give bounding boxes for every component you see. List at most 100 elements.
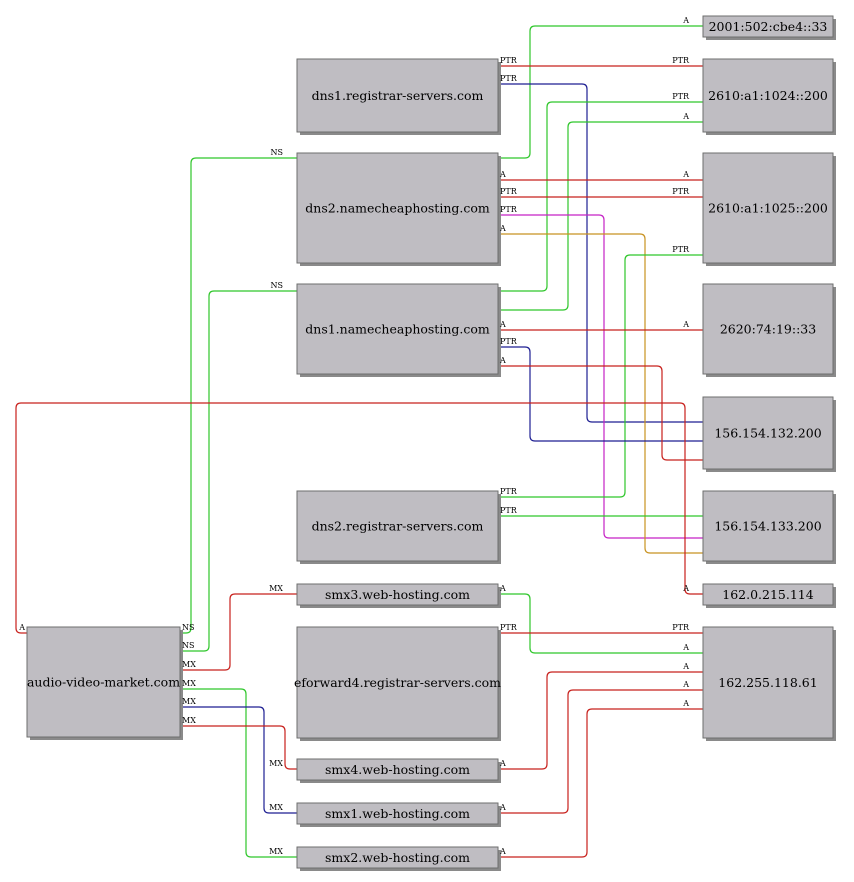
- node-box: [296, 846, 499, 869]
- edge-label-ptr-23-src: PTR: [500, 623, 518, 632]
- node-smx3: smx3.web-hosting.com: [296, 583, 501, 608]
- node-box: [702, 15, 834, 38]
- node-box: [702, 58, 834, 133]
- node-box: [702, 283, 834, 375]
- edge-label-mx-21-src: MX: [182, 716, 196, 725]
- node-label: 162.0.215.114: [722, 587, 813, 602]
- edge-a-1: [498, 25, 703, 159]
- node-box: [296, 58, 499, 133]
- edge-label-a-25-src: A: [499, 803, 506, 812]
- node-smx1: smx1.web-hosting.com: [296, 802, 501, 827]
- node-label: dns1.namecheaphosting.com: [305, 322, 490, 337]
- node-label: audio-video-market.com: [27, 675, 180, 690]
- edge-label-a-25-dst: A: [682, 680, 689, 689]
- node-label: smx2.web-hosting.com: [325, 850, 470, 865]
- edges: [15, 25, 703, 858]
- edge-mx-20: [180, 706, 297, 814]
- node-box: [702, 583, 834, 606]
- node-dns1-namecheap: dns1.namecheaphosting.com: [296, 283, 501, 377]
- node-ip6-2610-1024: 2610:a1:1024::200: [702, 58, 836, 135]
- node-label: smx3.web-hosting.com: [325, 587, 470, 602]
- node-label: smx4.web-hosting.com: [325, 762, 470, 777]
- edge-label-mx-18-dst: MX: [269, 584, 283, 593]
- edge-mx-21: [180, 725, 297, 770]
- edge-label-mx-19-src: MX: [182, 679, 196, 688]
- edge-label-ptr-13-src: PTR: [500, 337, 518, 346]
- node-label: 156.154.132.200: [714, 426, 821, 441]
- edge-label-a-14-src: A: [499, 356, 506, 365]
- node-label: 156.154.133.200: [714, 519, 821, 534]
- node-ip6-2620: 2620:74:19::33: [702, 283, 836, 377]
- edge-mx-18: [180, 593, 297, 671]
- edge-ptr-3: [498, 83, 703, 423]
- edge-label-ptr-10-src: PTR: [500, 487, 518, 496]
- edge-label-ns-15-dst: NS: [271, 148, 283, 157]
- node-label: dns1.registrar-servers.com: [312, 88, 484, 103]
- node-smx2: smx2.web-hosting.com: [296, 846, 501, 871]
- node-audio-video: audio-video-market.com: [26, 626, 183, 740]
- edge-label-ptr-23-dst: PTR: [672, 623, 690, 632]
- edge-label-ptr-3-src: PTR: [500, 74, 518, 83]
- edge-a-22: [498, 593, 703, 654]
- node-box: [702, 396, 834, 470]
- edge-label-a-6-dst: A: [682, 170, 689, 179]
- edge-label-mx-18-src: MX: [182, 660, 196, 669]
- edge-label-ptr-4-dst: PTR: [672, 92, 690, 101]
- edge-a-26: [498, 708, 703, 858]
- edge-label-a-26-src: A: [499, 847, 506, 856]
- node-box: [26, 626, 181, 738]
- edge-label-a-6-src: A: [499, 170, 506, 179]
- edge-ptr-13: [498, 346, 703, 442]
- edge-a-5: [498, 121, 703, 311]
- node-dns2-registrar: dns2.registrar-servers.com: [296, 490, 501, 564]
- node-eforward4: eforward4.registrar-servers.com: [294, 626, 501, 741]
- node-box: [702, 152, 834, 264]
- edge-label-a-12-dst: A: [682, 320, 689, 329]
- node-box: [296, 490, 499, 562]
- edge-label-a-26-dst: A: [682, 699, 689, 708]
- edge-label-ns-15-src: NS: [182, 623, 194, 632]
- node-box: [702, 626, 834, 739]
- node-label: 2001:502:cbe4::33: [709, 19, 828, 34]
- edge-label-mx-20-src: MX: [182, 697, 196, 706]
- node-smx4: smx4.web-hosting.com: [296, 758, 501, 783]
- node-box: [296, 152, 499, 264]
- edge-label-a-24-src: A: [499, 759, 506, 768]
- edge-label-ptr-11-src: PTR: [500, 506, 518, 515]
- node-label: 2620:74:19::33: [720, 322, 816, 337]
- node-ip6-2001: 2001:502:cbe4::33: [702, 15, 836, 40]
- node-dns2-namecheap: dns2.namecheaphosting.com: [296, 152, 501, 266]
- edge-label-a-24-dst: A: [682, 662, 689, 671]
- edge-a-17: [15, 402, 703, 634]
- edge-label-a-17-src: A: [18, 623, 25, 632]
- node-ip4-162-255: 162.255.118.61: [702, 626, 836, 741]
- edge-label-mx-20-dst: MX: [269, 803, 283, 812]
- edge-label-a-1-dst: A: [682, 16, 689, 25]
- node-label: eforward4.registrar-servers.com: [294, 675, 501, 690]
- node-box: [296, 758, 499, 781]
- edge-ns-15: [180, 157, 297, 634]
- edge-label-a-12-src: A: [499, 320, 506, 329]
- edge-ptr-8: [498, 214, 703, 539]
- edge-mx-19: [180, 688, 297, 858]
- node-label: 162.255.118.61: [718, 675, 817, 690]
- edge-label-ptr-2-src: PTR: [500, 56, 518, 65]
- node-box: [296, 626, 499, 739]
- edge-a-25: [498, 689, 703, 814]
- node-box: [296, 283, 499, 375]
- node-ip4-156-132: 156.154.132.200: [702, 396, 836, 472]
- node-box: [702, 490, 834, 562]
- edge-a-14: [498, 365, 703, 461]
- nodes: dns1.registrar-servers.com dns2.namecheap…: [26, 15, 836, 871]
- node-label: smx1.web-hosting.com: [325, 806, 470, 821]
- edge-label-mx-21-dst: MX: [269, 759, 283, 768]
- edge-label-a-22-dst: A: [682, 643, 689, 652]
- edge-label-a-9-src: A: [499, 224, 506, 233]
- edge-ns-16: [180, 290, 297, 652]
- edge-label-a-17-dst: A: [682, 584, 689, 593]
- node-ip4-162-0: 162.0.215.114: [702, 583, 836, 608]
- node-box: [296, 583, 499, 606]
- edge-label-ptr-2-dst: PTR: [672, 56, 690, 65]
